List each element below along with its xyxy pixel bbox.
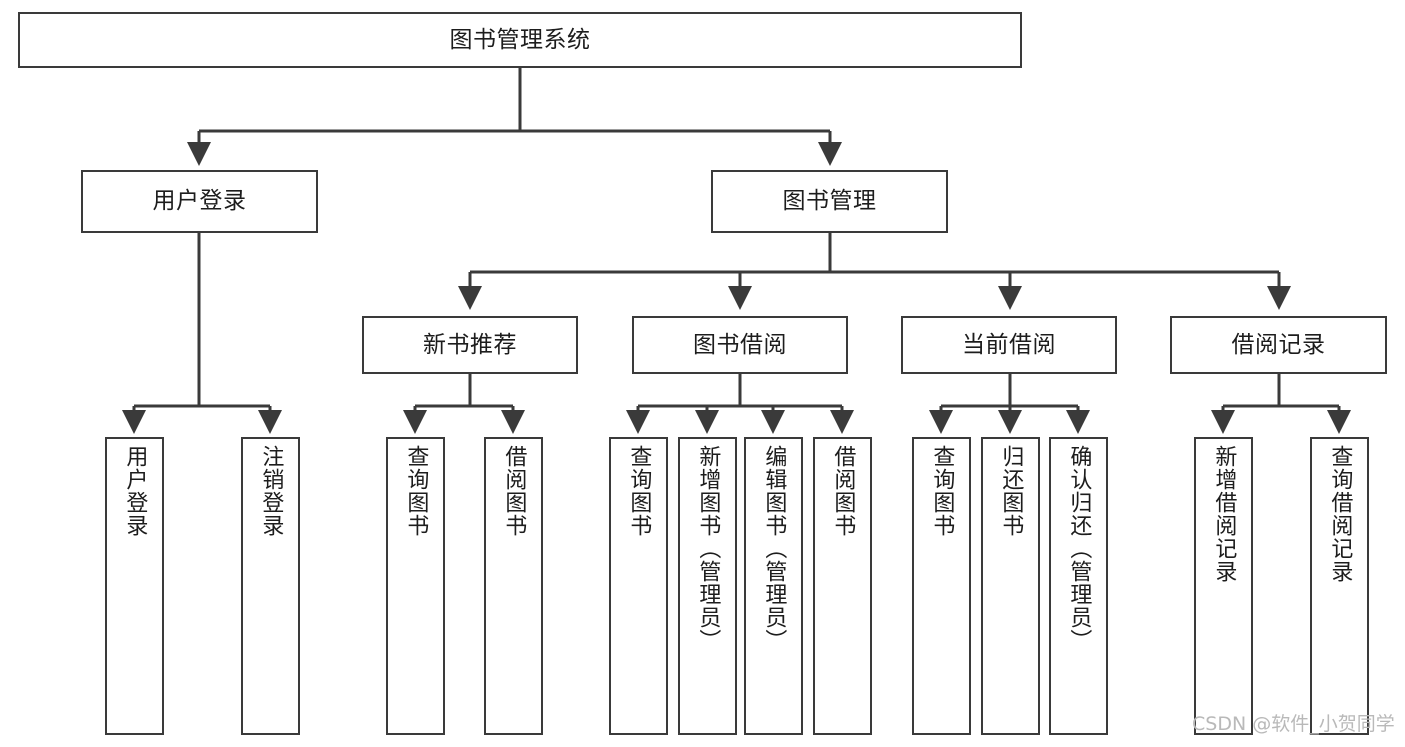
node-book-borrow[interactable]: 图书借阅 bbox=[632, 316, 848, 374]
node-leaf-logout[interactable]: 注销登录 bbox=[241, 437, 300, 735]
node-leaf-return-book-label: 归还图书 bbox=[998, 445, 1024, 537]
node-leaf-add-record-label: 新增借阅记录 bbox=[1211, 445, 1237, 583]
node-leaf-return-book[interactable]: 归还图书 bbox=[981, 437, 1040, 735]
node-current-borrow[interactable]: 当前借阅 bbox=[901, 316, 1117, 374]
node-leaf-borrow-book-2-label: 借阅图书 bbox=[830, 445, 856, 537]
node-current-borrow-label: 当前借阅 bbox=[962, 331, 1056, 358]
node-leaf-edit-book-label: 编辑图书（管理员） bbox=[761, 445, 787, 652]
node-leaf-logout-label: 注销登录 bbox=[258, 445, 284, 537]
node-book-manage-label: 图书管理 bbox=[782, 188, 877, 215]
node-leaf-query-book-3[interactable]: 查询图书 bbox=[912, 437, 971, 735]
node-leaf-add-book-label: 新增图书（管理员） bbox=[695, 445, 721, 652]
node-leaf-query-book-1-label: 查询图书 bbox=[403, 445, 429, 537]
node-new-book-recommend[interactable]: 新书推荐 bbox=[362, 316, 578, 374]
node-leaf-query-record-label: 查询借阅记录 bbox=[1327, 445, 1353, 583]
node-root-label: 图书管理系统 bbox=[449, 26, 591, 53]
node-leaf-borrow-book-2[interactable]: 借阅图书 bbox=[813, 437, 872, 735]
node-user-login-label: 用户登录 bbox=[152, 188, 247, 215]
node-book-manage[interactable]: 图书管理 bbox=[711, 170, 948, 233]
node-leaf-user-login[interactable]: 用户登录 bbox=[105, 437, 164, 735]
node-leaf-borrow-book-1[interactable]: 借阅图书 bbox=[484, 437, 543, 735]
node-leaf-query-book-1[interactable]: 查询图书 bbox=[386, 437, 445, 735]
node-leaf-confirm-return[interactable]: 确认归还（管理员） bbox=[1049, 437, 1108, 735]
node-leaf-query-book-2[interactable]: 查询图书 bbox=[609, 437, 668, 735]
node-leaf-query-record[interactable]: 查询借阅记录 bbox=[1310, 437, 1369, 735]
node-new-book-recommend-label: 新书推荐 bbox=[423, 331, 517, 358]
node-book-borrow-label: 图书借阅 bbox=[693, 331, 787, 358]
node-leaf-borrow-book-1-label: 借阅图书 bbox=[501, 445, 527, 537]
node-root[interactable]: 图书管理系统 bbox=[18, 12, 1022, 68]
node-leaf-add-book[interactable]: 新增图书（管理员） bbox=[678, 437, 737, 735]
node-leaf-edit-book[interactable]: 编辑图书（管理员） bbox=[744, 437, 803, 735]
node-leaf-user-login-label: 用户登录 bbox=[122, 445, 148, 537]
node-leaf-query-book-3-label: 查询图书 bbox=[929, 445, 955, 537]
node-leaf-confirm-return-label: 确认归还（管理员） bbox=[1066, 445, 1092, 652]
node-leaf-query-book-2-label: 查询图书 bbox=[626, 445, 652, 537]
node-borrow-record-label: 借阅记录 bbox=[1231, 331, 1326, 358]
node-leaf-add-record[interactable]: 新增借阅记录 bbox=[1194, 437, 1253, 735]
node-borrow-record[interactable]: 借阅记录 bbox=[1170, 316, 1387, 374]
node-user-login[interactable]: 用户登录 bbox=[81, 170, 318, 233]
